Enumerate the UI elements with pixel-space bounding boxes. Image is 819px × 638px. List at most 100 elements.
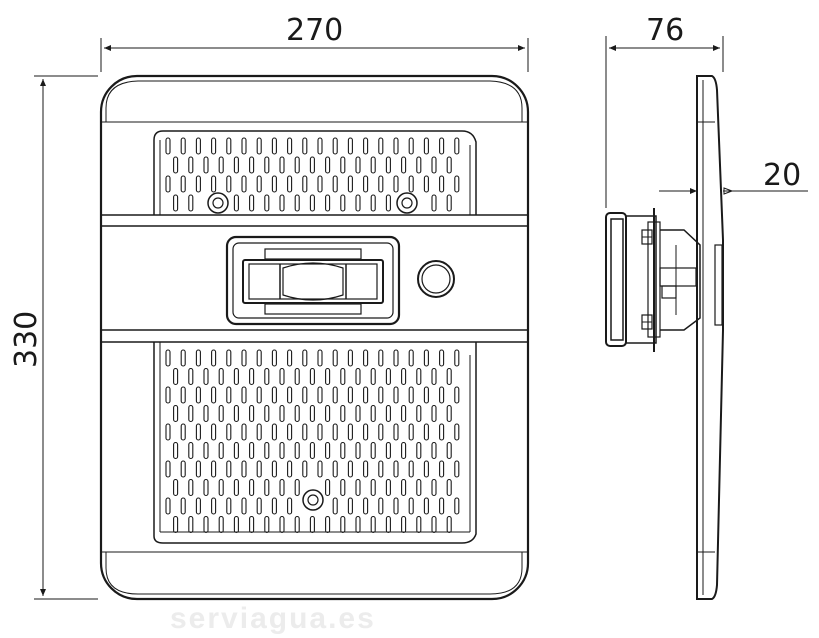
grille-slot bbox=[195, 497, 201, 515]
grille-slot bbox=[249, 404, 255, 423]
grille-slot bbox=[431, 156, 437, 174]
grille-slot bbox=[249, 156, 255, 174]
grille-slot bbox=[241, 460, 247, 478]
grille-slot bbox=[249, 367, 255, 386]
grille-slot bbox=[408, 175, 414, 193]
grille-slot bbox=[431, 404, 437, 423]
grille-slot bbox=[347, 137, 353, 155]
grille-slot bbox=[416, 367, 422, 386]
grille-slot bbox=[401, 404, 407, 423]
grille-slot bbox=[363, 386, 369, 404]
grille-slot bbox=[188, 367, 194, 386]
grille-slot bbox=[203, 478, 209, 497]
grille-slot bbox=[393, 349, 399, 367]
grille-slot bbox=[355, 194, 361, 212]
grille-slot bbox=[408, 137, 414, 155]
grille-slot bbox=[203, 404, 209, 423]
grille-slot bbox=[233, 156, 239, 174]
grille-slot bbox=[256, 137, 262, 155]
grille-slot bbox=[309, 194, 315, 212]
grille-slot bbox=[340, 441, 346, 460]
grille-slot bbox=[188, 404, 194, 423]
grille-slot bbox=[294, 156, 300, 174]
grille-slot bbox=[271, 460, 277, 478]
grille-slot bbox=[378, 349, 384, 367]
grille-slot bbox=[233, 441, 239, 460]
grille-slot bbox=[173, 441, 179, 460]
grille-slot bbox=[294, 367, 300, 386]
grille-slot bbox=[279, 367, 285, 386]
screw-icon bbox=[207, 192, 229, 214]
grille-slot bbox=[347, 460, 353, 478]
grille-slot bbox=[431, 194, 437, 212]
grille-slot bbox=[408, 386, 414, 404]
grille-slot bbox=[203, 156, 209, 174]
grille-slot bbox=[233, 367, 239, 386]
plate-inner-edge-bottom bbox=[105, 552, 523, 595]
grille-slot bbox=[256, 460, 262, 478]
grille-slot bbox=[401, 441, 407, 460]
grille-slot bbox=[188, 441, 194, 460]
grille-slot bbox=[385, 441, 391, 460]
grille-slot bbox=[302, 460, 308, 478]
grille-slot bbox=[317, 386, 323, 404]
grille-slot bbox=[408, 423, 414, 441]
grille-slot bbox=[279, 515, 285, 534]
grille-slot bbox=[226, 497, 232, 515]
grille-slot bbox=[233, 404, 239, 423]
grille-slot bbox=[302, 349, 308, 367]
grille-slot bbox=[211, 497, 217, 515]
grille-slot bbox=[439, 460, 445, 478]
grille-slot bbox=[363, 137, 369, 155]
grille-slot bbox=[355, 478, 361, 497]
grille-slot bbox=[385, 478, 391, 497]
grille-slot bbox=[454, 137, 460, 155]
grille-slot bbox=[211, 423, 217, 441]
grille-slot bbox=[454, 497, 460, 515]
grille-slot bbox=[423, 386, 429, 404]
grille-slot bbox=[218, 515, 224, 534]
grille-slot bbox=[332, 460, 338, 478]
grille-slot bbox=[340, 367, 346, 386]
grille-slot bbox=[173, 194, 179, 212]
grille-slot bbox=[378, 175, 384, 193]
grille-slot bbox=[218, 367, 224, 386]
grille-slot bbox=[264, 156, 270, 174]
front-view bbox=[99, 74, 530, 601]
flange-label: 20 bbox=[763, 158, 801, 193]
grille-slot bbox=[401, 478, 407, 497]
grille-slot bbox=[423, 137, 429, 155]
grille-slot bbox=[165, 423, 171, 441]
grille-slot bbox=[287, 137, 293, 155]
grille-slot bbox=[264, 515, 270, 534]
grille-slot bbox=[370, 404, 376, 423]
grille-slot bbox=[423, 175, 429, 193]
grille-slot bbox=[446, 194, 452, 212]
grille-slot bbox=[370, 194, 376, 212]
grille-slot bbox=[203, 367, 209, 386]
grille-slot bbox=[226, 423, 232, 441]
grille-slot bbox=[226, 349, 232, 367]
grille-slot bbox=[173, 515, 179, 534]
grille-slot bbox=[332, 349, 338, 367]
grille-slot bbox=[408, 497, 414, 515]
grille-slot bbox=[439, 137, 445, 155]
grille-slot bbox=[431, 441, 437, 460]
grille-slot bbox=[249, 194, 255, 212]
grille-slot bbox=[188, 515, 194, 534]
grille-slot bbox=[271, 349, 277, 367]
grille-slot bbox=[355, 404, 361, 423]
grille-slot bbox=[408, 460, 414, 478]
grille-slot bbox=[195, 175, 201, 193]
grille-slot bbox=[347, 497, 353, 515]
grille-slot bbox=[431, 478, 437, 497]
grille-slot bbox=[446, 441, 452, 460]
grille-slot bbox=[355, 515, 361, 534]
grille-slot bbox=[325, 404, 331, 423]
grille-slot bbox=[393, 137, 399, 155]
grille-slot bbox=[385, 515, 391, 534]
grille-slot bbox=[347, 386, 353, 404]
grille-slot bbox=[264, 441, 270, 460]
grille-slot bbox=[203, 515, 209, 534]
